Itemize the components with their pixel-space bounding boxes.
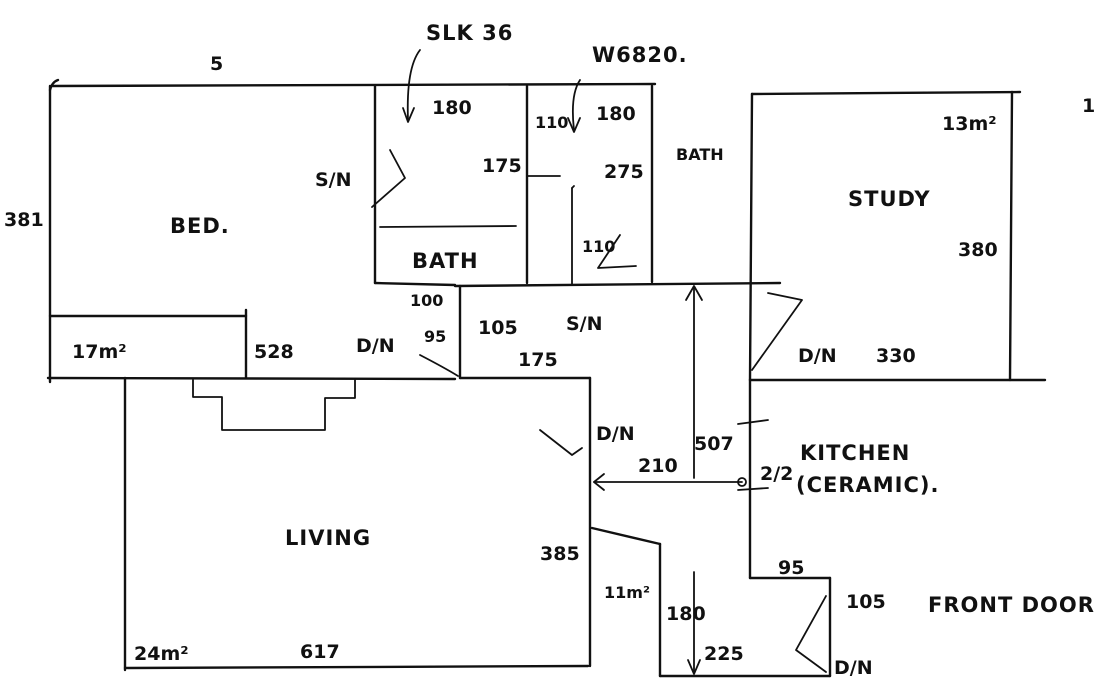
door-swing-4 [539, 429, 583, 456]
dim-330: 330 [876, 345, 916, 367]
dim-17m2: 17m² [72, 341, 127, 363]
dim-180-b: 180 [596, 103, 636, 125]
dim-381: 381 [4, 209, 44, 231]
dim-617: 617 [300, 641, 340, 663]
dim-top-five: 5 [210, 53, 223, 75]
dim-110-b: 110 [582, 237, 615, 256]
dim-105-b: 105 [846, 591, 886, 613]
note-dn-4: D/N [834, 657, 873, 679]
dim-95-b: 95 [778, 557, 804, 579]
w6820-leader-arrow [571, 79, 581, 131]
dim-100: 100 [410, 291, 443, 310]
room-living: LIVING [285, 526, 371, 550]
door-swing-1 [371, 149, 406, 208]
dim-95-a: 95 [424, 327, 446, 346]
room-kitchen: KITCHEN [800, 441, 910, 465]
dim-210: 210 [638, 455, 678, 477]
label-slk36: SLK 36 [426, 21, 513, 45]
door-arrow-dn [419, 354, 459, 377]
room-bed: BED. [170, 214, 230, 238]
label-front-door: FRONT DOOR [928, 593, 1095, 617]
door-swing-5 [795, 595, 827, 673]
note-sn-1: S/N [315, 169, 352, 191]
note-dn-3: D/N [596, 423, 635, 445]
room-bath-2: BATH [676, 145, 724, 164]
walls [46, 78, 1047, 678]
label-w6820: W6820. [592, 43, 688, 67]
dim-507: 507 [694, 433, 734, 455]
annotations [371, 49, 827, 675]
dim-385: 385 [540, 543, 580, 565]
dim-380: 380 [958, 239, 998, 261]
door-swing-3 [751, 292, 803, 371]
note-dn-2: D/N [798, 345, 837, 367]
dim-225: 225 [704, 643, 744, 665]
dim-2-2: 2/2 [760, 463, 793, 485]
dim-528: 528 [254, 341, 294, 363]
slk-leader-arrow [406, 49, 421, 121]
dim-110-a: 110 [535, 113, 568, 132]
kitchen-floor-note: (CERAMIC). [796, 473, 939, 497]
dim-180-c: 180 [666, 603, 706, 625]
note-sn-2: S/N [566, 313, 603, 335]
door-swing-2 [597, 234, 637, 269]
room-study: STUDY [848, 187, 931, 211]
note-dn-1: D/N [356, 335, 395, 357]
dim-105-a: 105 [478, 317, 518, 339]
room-bath-1: BATH [412, 249, 479, 273]
dim-11m2: 11m² [604, 583, 650, 602]
dim-13m2: 13m² [942, 113, 997, 135]
dim-175-a: 175 [482, 155, 522, 177]
dim-24m2: 24m² [134, 643, 189, 665]
dim-175-b: 175 [518, 349, 558, 371]
dim-180-a: 180 [432, 97, 472, 119]
label-corner-one: 1 [1082, 95, 1095, 117]
dim-275: 275 [604, 161, 644, 183]
